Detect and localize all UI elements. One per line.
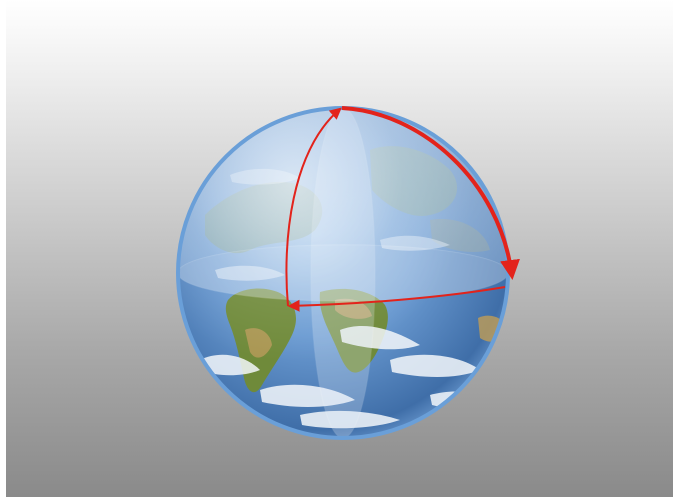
arc-arrow-down (341, 106, 520, 280)
globe-gloss (178, 108, 508, 438)
red-arrow-group (285, 106, 520, 312)
left-margin (0, 0, 6, 497)
globe-icon (176, 106, 510, 440)
meridian-arrow-up (285, 107, 342, 307)
equator-arrow-left (287, 286, 506, 312)
